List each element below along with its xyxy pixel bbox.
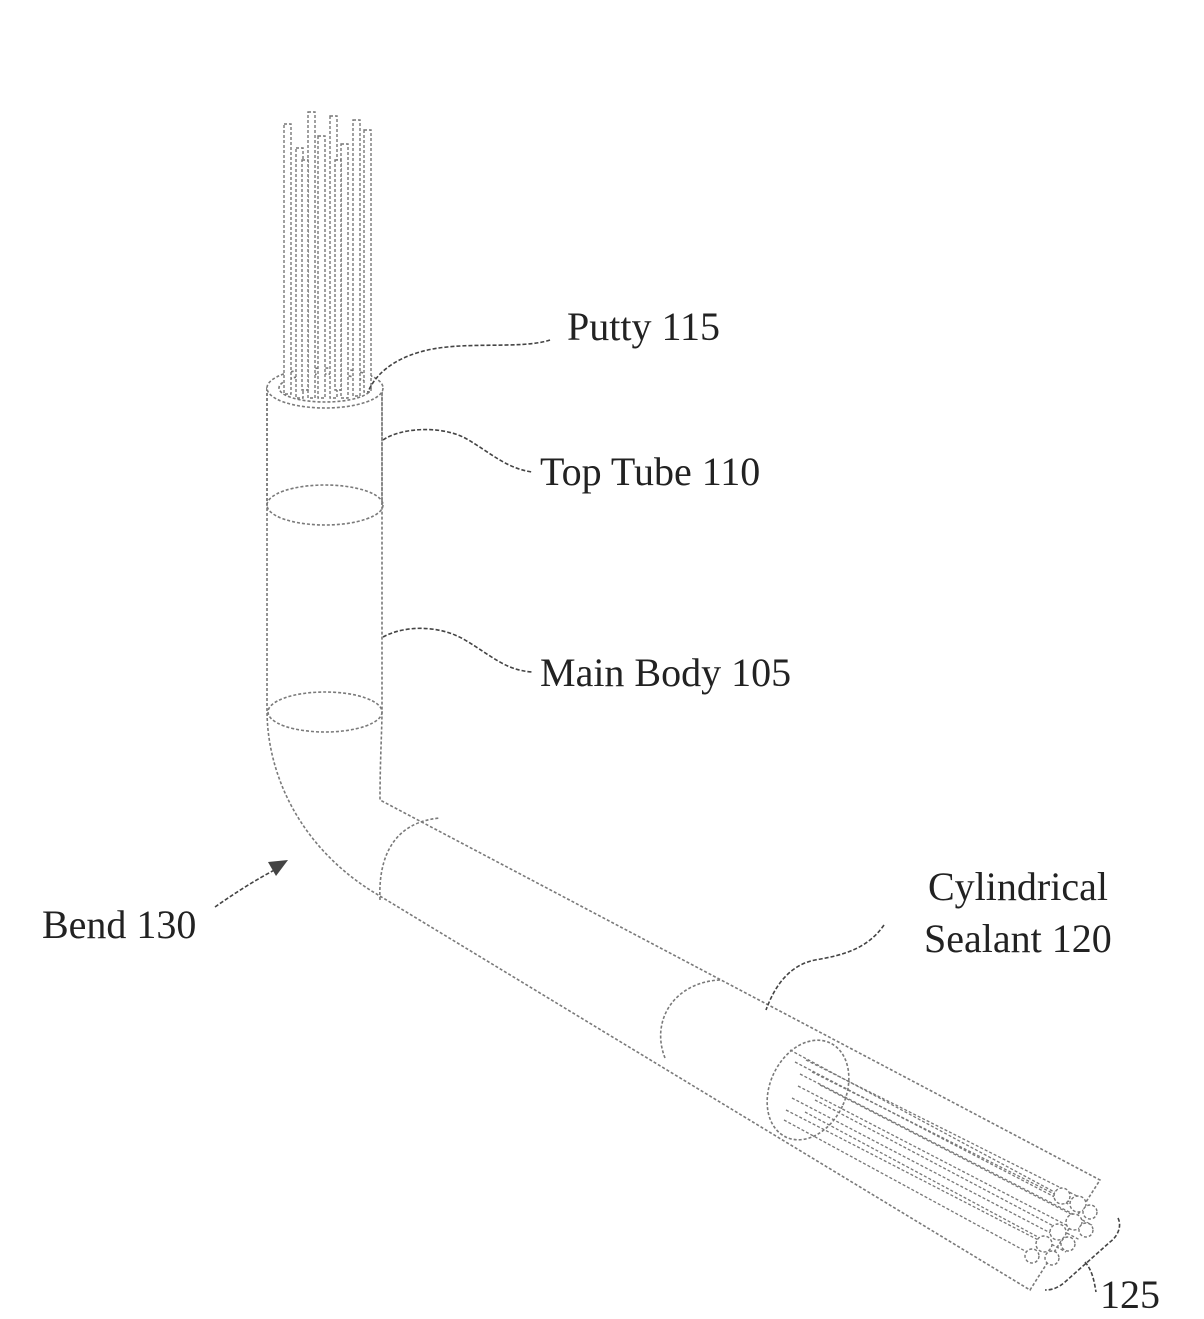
top-tube-label: Top Tube 110 — [540, 449, 760, 494]
main-body-label: Main Body 105 — [540, 650, 791, 695]
sealant-label-line2: Sealant 120 — [924, 916, 1112, 961]
leader-bend — [215, 866, 282, 907]
leader-main-body — [383, 628, 532, 672]
putty-label: Putty 115 — [567, 304, 720, 349]
leader-putty — [368, 340, 550, 392]
wire-bundle-label: 125 — [1100, 1272, 1160, 1314]
bend-label: Bend 130 — [42, 902, 196, 947]
bend-arrowhead — [268, 860, 288, 876]
sealant-label-line1: Cylindrical — [928, 864, 1108, 909]
top-wire-bundle — [284, 112, 371, 398]
leader-top-tube — [383, 430, 532, 472]
leader-sealant — [766, 925, 884, 1010]
